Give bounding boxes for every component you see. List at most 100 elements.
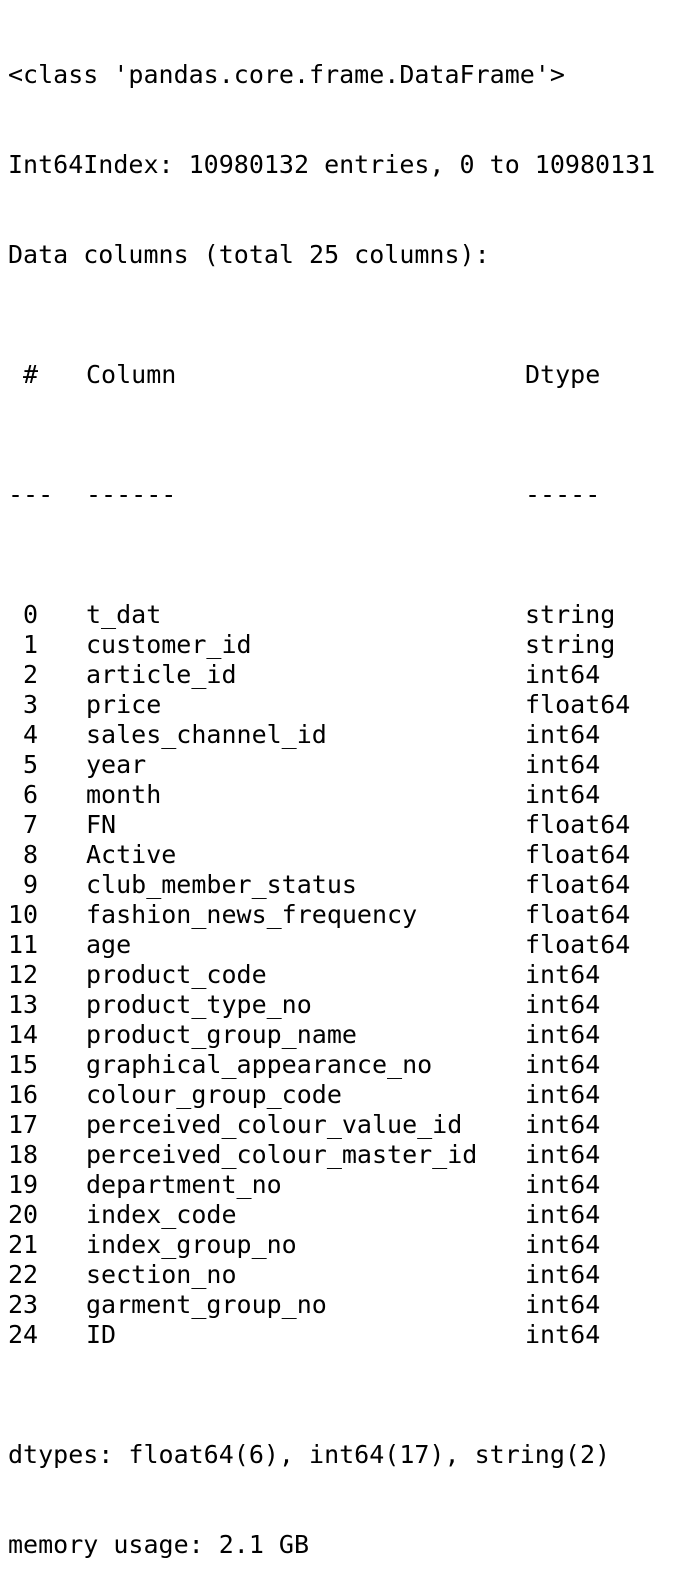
table-row: 21 index_group_no int64	[8, 1230, 694, 1260]
column-name: customer_id	[86, 630, 252, 659]
column-number: 13	[8, 990, 39, 1019]
column-name: garment_group_no	[86, 1290, 327, 1319]
column-dtype: int64	[525, 1290, 601, 1319]
column-name: year	[86, 750, 147, 779]
column-name: product_type_no	[86, 990, 312, 1019]
column-name: product_group_name	[86, 1020, 357, 1049]
column-name: ID	[86, 1320, 117, 1349]
column-number-separator: ---	[8, 480, 54, 509]
table-row: 19 department_no int64	[8, 1170, 694, 1200]
column-dtype: int64	[525, 720, 601, 749]
column-number: 3	[22, 690, 38, 719]
column-dtype: float64	[525, 810, 631, 839]
column-number: 8	[22, 840, 38, 869]
column-name: index_group_no	[86, 1230, 297, 1259]
column-name: graphical_appearance_no	[86, 1050, 433, 1079]
column-dtype: float64	[525, 930, 631, 959]
column-name: colour_group_code	[86, 1080, 342, 1109]
column-number: 14	[8, 1020, 39, 1049]
column-number: 16	[8, 1080, 39, 1109]
dtype-header: Dtype	[525, 360, 601, 389]
column-dtype: int64	[525, 1020, 601, 1049]
column-dtype: int64	[525, 1320, 601, 1349]
table-row: 3 price float64	[8, 690, 694, 720]
class-line: <class 'pandas.core.frame.DataFrame'>	[8, 60, 565, 89]
column-dtype: int64	[525, 960, 601, 989]
column-name-header: Column	[86, 360, 177, 389]
column-number: 17	[8, 1110, 39, 1139]
table-header-row: # Column Dtype	[8, 360, 694, 390]
column-dtype: int64	[525, 1230, 601, 1259]
column-name: department_no	[86, 1170, 282, 1199]
column-number: 10	[8, 900, 39, 929]
column-name-separator: ------	[86, 480, 177, 509]
memory-usage-line: memory usage: 2.1 GB	[8, 1530, 310, 1559]
column-name: t_dat	[86, 600, 162, 629]
column-dtype: int64	[525, 750, 601, 779]
column-dtype: float64	[525, 870, 631, 899]
column-number-header: #	[23, 360, 39, 389]
column-name: club_member_status	[86, 870, 357, 899]
column-dtype: int64	[525, 1050, 601, 1079]
column-name: FN	[86, 810, 117, 839]
column-name: section_no	[86, 1260, 237, 1289]
column-dtype: int64	[525, 1260, 601, 1289]
column-dtype: string	[525, 630, 616, 659]
column-number: 18	[8, 1140, 39, 1169]
column-dtype: int64	[525, 990, 601, 1019]
column-dtype: int64	[525, 1170, 601, 1199]
table-separator-row: --- ------ -----	[8, 480, 694, 510]
column-dtype: int64	[525, 780, 601, 809]
table-row: 12 product_code int64	[8, 960, 694, 990]
column-number: 15	[8, 1050, 39, 1079]
column-name: price	[86, 690, 162, 719]
column-dtype: string	[525, 600, 616, 629]
column-number: 5	[22, 750, 38, 779]
column-number: 7	[22, 810, 38, 839]
column-dtype: int64	[525, 1140, 601, 1169]
table-row: 1 customer_id string	[8, 630, 694, 660]
column-name: product_code	[86, 960, 267, 989]
column-dtype: int64	[525, 1200, 601, 1229]
table-row: 15 graphical_appearance_no int64	[8, 1050, 694, 1080]
column-number: 6	[22, 780, 38, 809]
table-row: 7 FN float64	[8, 810, 694, 840]
column-dtype: int64	[525, 1080, 601, 1109]
table-row: 16 colour_group_code int64	[8, 1080, 694, 1110]
column-dtype: float64	[525, 690, 631, 719]
dataframe-info-output: <class 'pandas.core.frame.DataFrame'> In…	[8, 0, 694, 1590]
column-name: index_code	[86, 1200, 237, 1229]
column-dtype: int64	[525, 660, 601, 689]
table-row: 6 month int64	[8, 780, 694, 810]
column-number: 1	[22, 630, 38, 659]
table-row: 5 year int64	[8, 750, 694, 780]
table-row: 22 section_no int64	[8, 1260, 694, 1290]
column-number: 12	[8, 960, 39, 989]
table-row: 0 t_dat string	[8, 600, 694, 630]
column-name: sales_channel_id	[86, 720, 327, 749]
table-row: 18 perceived_colour_master_id int64	[8, 1140, 694, 1170]
column-number: 21	[8, 1230, 39, 1259]
column-name: perceived_colour_master_id	[86, 1140, 478, 1169]
table-row: 13 product_type_no int64	[8, 990, 694, 1020]
column-dtype: float64	[525, 900, 631, 929]
dtype-separator: -----	[525, 480, 601, 509]
column-number: 19	[8, 1170, 39, 1199]
column-number: 9	[22, 870, 38, 899]
dtypes-line: dtypes: float64(6), int64(17), string(2)	[8, 1440, 611, 1469]
column-number: 22	[8, 1260, 39, 1289]
column-name: article_id	[86, 660, 237, 689]
columns-summary-line: Data columns (total 25 columns):	[8, 240, 490, 269]
table-row: 4 sales_channel_id int64	[8, 720, 694, 750]
column-number: 4	[22, 720, 38, 749]
column-name: month	[86, 780, 162, 809]
column-number: 23	[8, 1290, 39, 1319]
column-number: 0	[22, 600, 38, 629]
